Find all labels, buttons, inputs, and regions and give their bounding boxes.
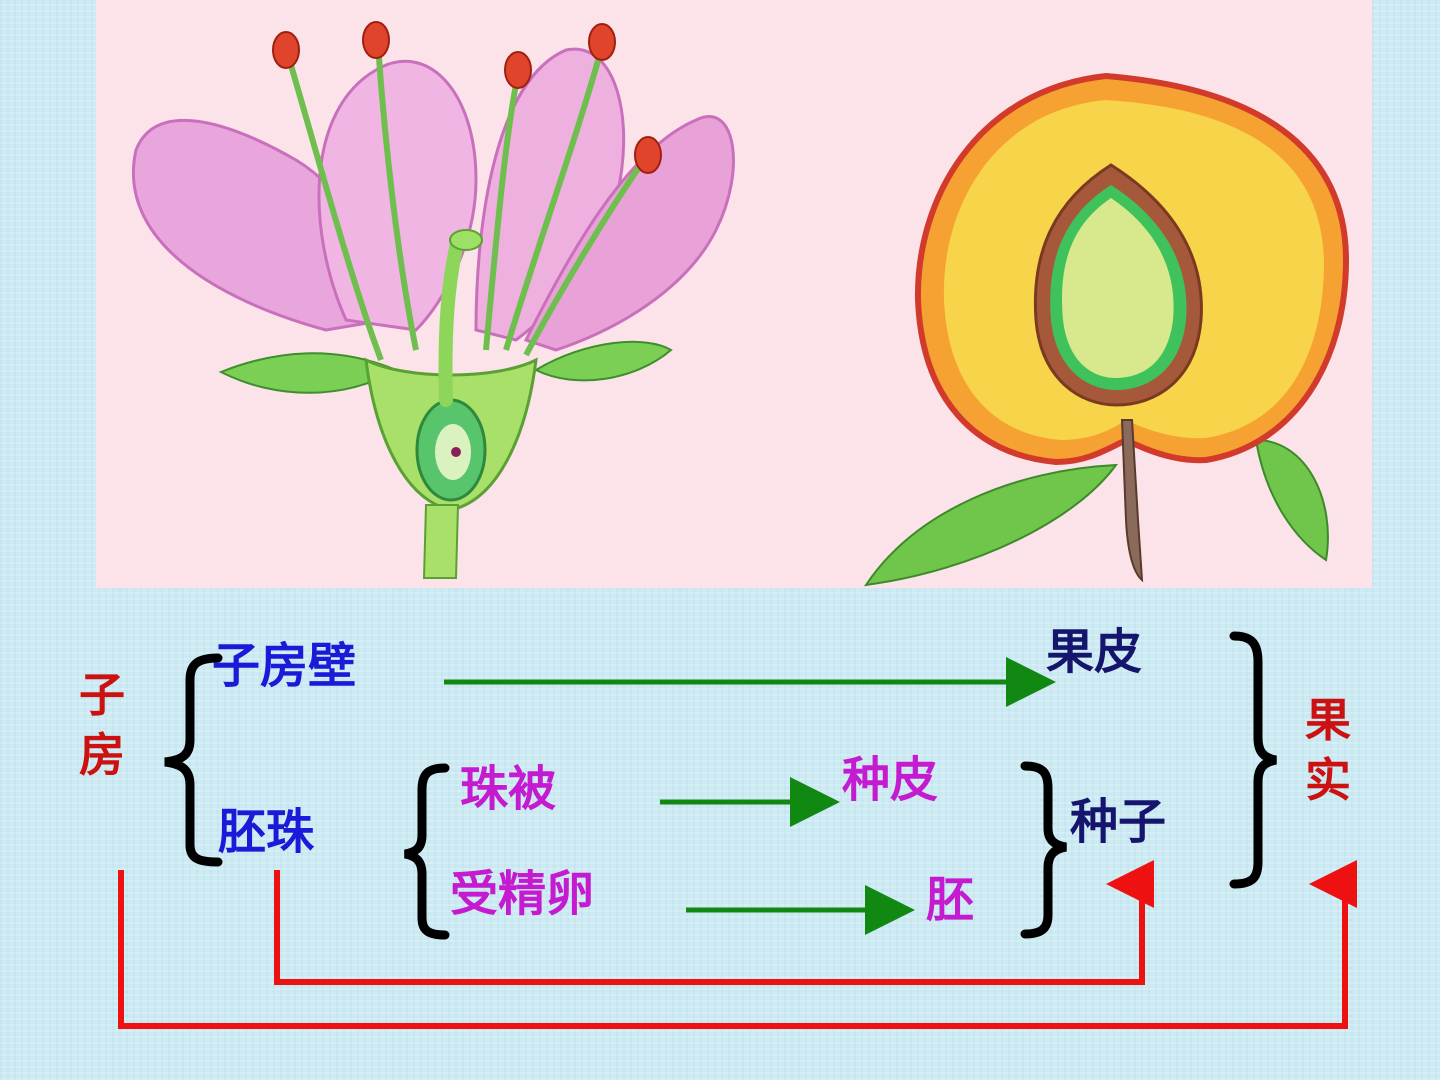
label-integument: 珠被 — [460, 761, 557, 817]
label-ovary-text: 子房 — [79, 668, 125, 782]
ovule-brace — [404, 763, 450, 940]
label-seed: 种子 — [1070, 794, 1167, 850]
label-ovary-wall: 子房壁 — [212, 638, 357, 694]
label-pericarp: 果皮 — [1046, 624, 1143, 680]
label-embryo: 胚 — [926, 872, 975, 928]
arrow-ovary-to-fruit — [118, 860, 1357, 1029]
label-seed-coat: 种皮 — [842, 752, 939, 808]
illustrations — [132, 21, 1350, 587]
peach-flower-section-illustration — [132, 21, 735, 579]
ovary-brace — [164, 653, 223, 867]
label-fertilized-egg: 受精卵 — [450, 866, 595, 922]
label-ovary: 子房 — [72, 665, 132, 785]
fruit-brace — [1229, 631, 1277, 889]
label-fruit: 果实 — [1298, 690, 1358, 810]
label-fruit-text: 果实 — [1305, 693, 1351, 807]
peach-fruit-section-illustration — [863, 72, 1350, 587]
seed-brace — [1020, 761, 1067, 939]
label-ovule: 胚珠 — [218, 804, 315, 860]
arrow-ovule-to-seed — [274, 860, 1154, 985]
illustration-panel — [96, 0, 1372, 588]
